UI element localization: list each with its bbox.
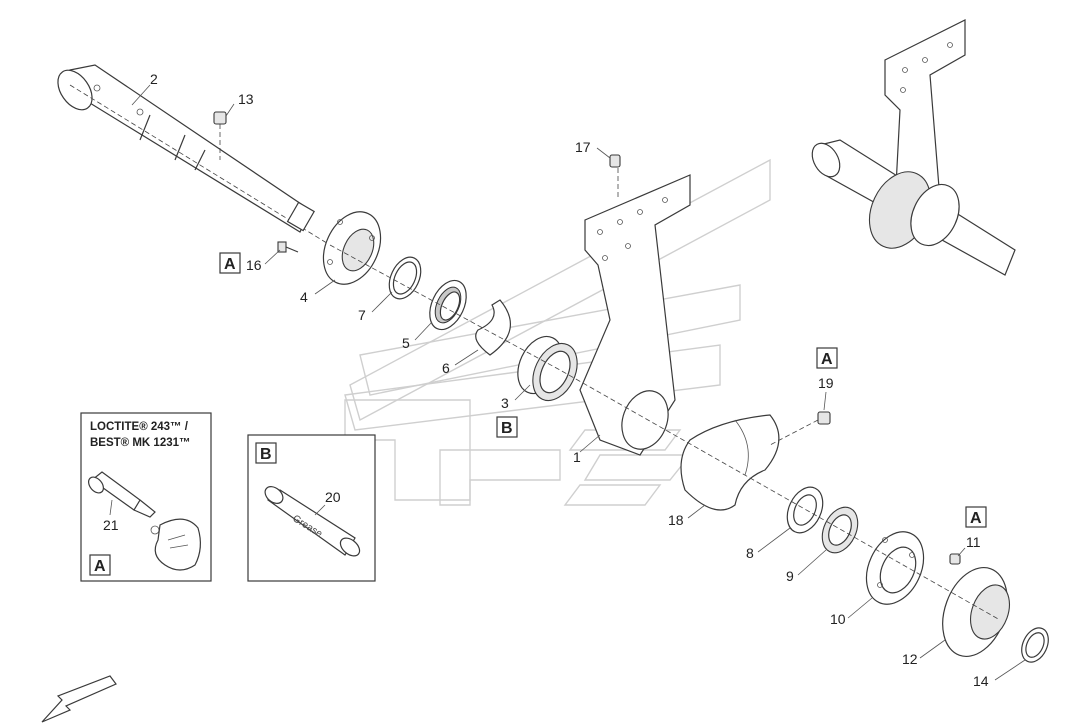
bushing-part-3 [517,335,578,402]
bolt-part-19 [769,411,831,446]
marker-a-left: A [219,252,241,274]
hub-part-10 [865,531,925,605]
callout-19: 19 [818,375,834,391]
fitting-part-17 [609,154,621,168]
arrow-down-left-icon [41,675,117,723]
nut-part-13 [213,111,227,160]
callout-12: 12 [902,651,918,667]
flange-part-4 [322,211,382,285]
loctite-line-2: BEST® MK 1231™ [90,437,191,449]
callout-13: 13 [238,91,254,107]
ring-part-7 [388,256,422,300]
callout-numbers: 2 13 16 4 7 5 6 3 1 17 18 19 8 9 10 11 1… [150,71,989,689]
arm-bracket-part-1 [579,168,691,456]
callout-9: 9 [786,568,794,584]
seal-part-5 [429,279,467,331]
washer-part-8 [786,486,824,534]
half-ring-part-6 [475,299,511,356]
callout-18: 18 [668,512,684,528]
shield-part-18 [680,414,780,511]
assembled-unit [811,19,1016,276]
loctite-line-1: LOCTITE® 243™ / [90,421,189,433]
callout-11: 11 [966,534,981,550]
marker-a-inset: A [94,558,106,575]
callout-1: 1 [573,449,581,465]
leader-lines [131,84,1026,681]
bolt-part-16 [277,241,299,253]
callout-10: 10 [830,611,846,627]
callout-5: 5 [402,335,410,351]
callout-20: 20 [325,489,341,505]
marker-b-center: B [496,416,518,438]
marker-b-inset: B [260,446,272,463]
hand-icon [154,518,201,571]
callout-6: 6 [442,360,450,376]
callout-21: 21 [103,517,119,533]
callout-7: 7 [358,307,366,323]
inset-loctite: LOCTITE® 243™ / BEST® MK 1231™ 21 A [80,412,212,582]
callout-8: 8 [746,545,754,561]
marker-a-right-top: A [816,347,838,369]
circlip-part-14 [1021,627,1049,663]
svg-text:A: A [224,256,236,273]
bolt-part-11 [949,553,961,565]
shaft-part-2 [57,64,331,246]
callout-3: 3 [501,395,509,411]
lock-ring-part-9 [821,506,859,554]
marker-a-right-bottom: A [965,506,987,528]
loctite-bottle-icon [88,471,160,535]
callout-2: 2 [150,71,158,87]
svg-text:A: A [970,510,982,527]
callout-4: 4 [300,289,308,305]
svg-text:B: B [501,420,513,437]
svg-text:A: A [821,351,833,368]
callout-17: 17 [575,139,591,155]
callout-16: 16 [246,257,262,273]
inset-grease: B Grease 20 [247,434,376,582]
callout-14: 14 [973,673,989,689]
wheel-hub-part-12 [942,566,1010,658]
